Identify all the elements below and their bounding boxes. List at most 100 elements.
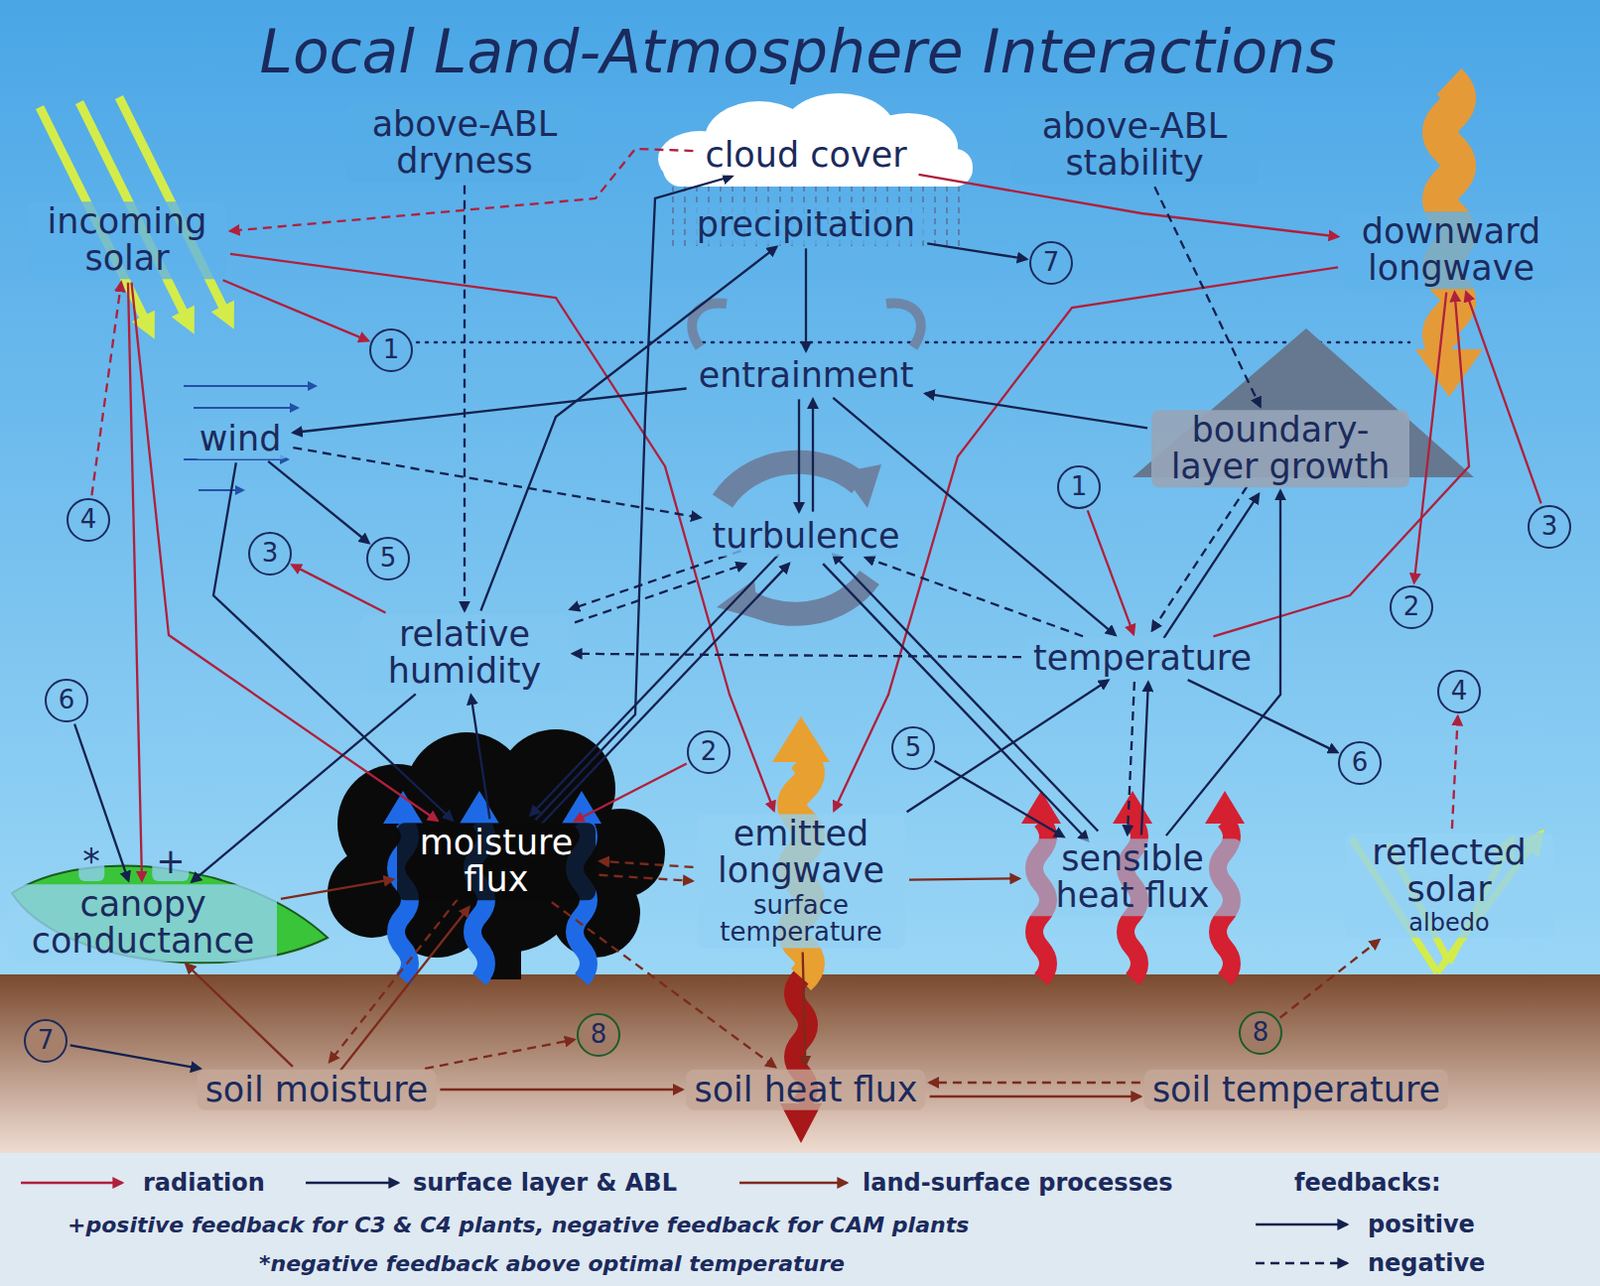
node-text: 2: [1403, 593, 1421, 621]
concept-node: entrainment: [690, 355, 923, 397]
node-text: 7: [1043, 249, 1061, 276]
connector: [223, 279, 369, 341]
node-text: boundary-layer growth: [1159, 411, 1402, 486]
concept-node: wind: [191, 418, 290, 460]
connector: [934, 761, 1065, 838]
concept-node: soil heat flux: [685, 1069, 926, 1111]
connector: [574, 763, 687, 821]
node-text: 8: [590, 1021, 608, 1049]
callout-circle: 5: [366, 536, 410, 581]
connector: [1152, 486, 1248, 631]
callout-circle: 2: [1389, 585, 1434, 630]
connector: [1127, 681, 1135, 835]
concept-node: cloud cover: [696, 134, 915, 176]
concept-node: above-ABL dryness: [345, 104, 584, 182]
connector: [1154, 186, 1260, 406]
callout-circle: 4: [1437, 669, 1481, 714]
connector: [919, 174, 1338, 238]
wind-arrow: [183, 385, 316, 388]
callout-circle: 3: [1527, 505, 1572, 549]
annotation-label: *negative feedback above optimal tempera…: [255, 1251, 849, 1277]
node-text: 5: [905, 734, 923, 762]
node-text: 7: [37, 1027, 55, 1055]
wind-arrow: [193, 406, 298, 409]
annotation-label: +positive feedback for C3 & C4 plants, n…: [63, 1212, 973, 1238]
concept-node: soil moisture: [197, 1069, 437, 1111]
concept-node: reflected solaralbedo: [1344, 832, 1554, 938]
connector: [1141, 682, 1149, 836]
node-text: temperature: [1033, 640, 1252, 677]
node-text: surface temperature: [704, 892, 898, 947]
legend-label: land-surface processes: [862, 1169, 1174, 1198]
connector: [91, 282, 122, 497]
concept-node: moisture flux: [397, 822, 596, 901]
connector: [927, 243, 1027, 260]
connector: [930, 1081, 1141, 1084]
node-text: 2: [700, 738, 718, 766]
wavy-head: [1112, 791, 1153, 824]
legend-line-sample: [739, 1182, 847, 1186]
callout-circle: 8: [576, 1013, 621, 1058]
legend-line-sample: [1255, 1262, 1347, 1266]
wind-lines: [183, 386, 316, 491]
tree: [327, 729, 666, 980]
connector: [280, 879, 394, 900]
legend-band: [0, 1153, 1600, 1286]
connector: [424, 1040, 574, 1069]
node-text: precipitation: [696, 206, 917, 244]
callout-circle: 7: [1029, 241, 1073, 285]
legend-line-sample: [1255, 1223, 1347, 1227]
connector: [185, 964, 293, 1067]
node-text: downward longwave: [1349, 213, 1553, 287]
concept-node: temperature: [1025, 638, 1260, 679]
annotation-label: *: [78, 841, 105, 882]
node-text: 6: [58, 686, 76, 714]
concept-node: downward longwave: [1341, 211, 1561, 289]
connector: [599, 861, 693, 868]
connector: [534, 175, 732, 820]
node-text: moisture flux: [404, 824, 588, 899]
connector: [191, 693, 416, 882]
connector: [74, 724, 129, 882]
connector: [292, 447, 700, 519]
node-text: 1: [383, 336, 400, 364]
rain-dashes: [663, 186, 961, 249]
node-text: 4: [1451, 677, 1468, 705]
callout-circle: 8: [1238, 1011, 1283, 1056]
legend-line-sample: [305, 1182, 399, 1186]
connector: [340, 907, 470, 1071]
node-text: above-ABL dryness: [353, 106, 576, 180]
connector: [439, 1088, 682, 1091]
callout-circle: 6: [1337, 741, 1382, 786]
connector: [230, 254, 775, 811]
connector: [599, 875, 693, 882]
concept-node: precipitation: [688, 204, 925, 246]
connector: [833, 266, 1338, 811]
node-text: soil moisture: [205, 1071, 429, 1109]
concept-node: incoming solar: [27, 201, 227, 279]
connector: [907, 680, 1109, 813]
connector: [822, 563, 1088, 841]
connector: [798, 399, 800, 512]
node-text: incoming solar: [35, 203, 219, 277]
connector: [1163, 494, 1259, 639]
connector: [329, 899, 459, 1064]
wavy-head: [459, 791, 500, 824]
callout-circle: 4: [66, 498, 111, 542]
soil-heat-arrow: [780, 977, 822, 1144]
connector: [925, 394, 1148, 429]
curl-arrow: [886, 303, 922, 348]
connector: [480, 247, 777, 612]
turbulence-head: [841, 464, 882, 509]
node-text: 3: [1541, 513, 1559, 540]
node-text: 1: [1070, 473, 1088, 501]
node-text: cloud cover: [704, 136, 907, 174]
wavy-head: [772, 716, 830, 763]
connector: [1280, 939, 1380, 1018]
concept-node: above-ABL stability: [1010, 106, 1259, 184]
callout-circle: 2: [686, 730, 731, 775]
connector: [1087, 510, 1134, 634]
legend-line-sample: [20, 1182, 123, 1186]
soil-band: [0, 974, 1600, 1154]
legend-label: negative: [1367, 1249, 1485, 1278]
